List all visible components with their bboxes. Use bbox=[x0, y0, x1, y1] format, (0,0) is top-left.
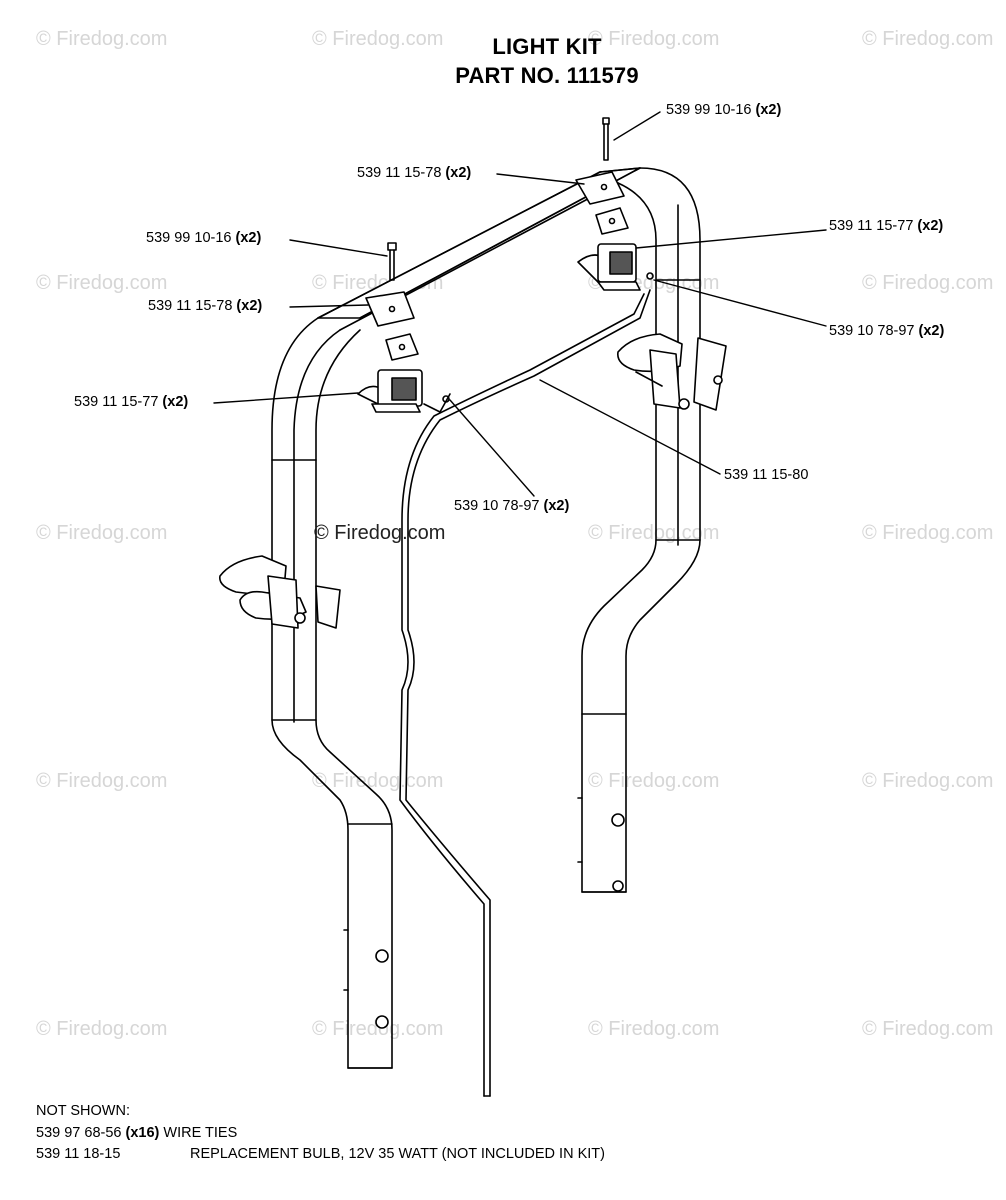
quantity: (x2) bbox=[236, 298, 263, 314]
watermark: © Firedog.com bbox=[862, 1018, 994, 1040]
callout-harness: 539 11 15-80 bbox=[724, 467, 808, 483]
callout-lamp-left: 539 11 15-77 (x2) bbox=[74, 394, 188, 410]
lever-right bbox=[617, 333, 727, 411]
part-number: 539 99 10-16 bbox=[146, 230, 232, 246]
bolt-right bbox=[602, 117, 610, 161]
part-number: 539 10 78-97 bbox=[829, 323, 915, 339]
watermark: © Firedog.com bbox=[36, 272, 168, 294]
watermark: © Firedog.com bbox=[312, 1018, 444, 1040]
watermark: © Firedog.com bbox=[588, 1018, 720, 1040]
quantity: (x2) bbox=[162, 394, 189, 410]
watermark: © Firedog.com bbox=[36, 770, 168, 792]
part-number: 539 11 15-78 bbox=[148, 298, 233, 314]
quantity: (x2) bbox=[445, 165, 472, 181]
watermark: © Firedog.com bbox=[862, 272, 994, 294]
bracket-left bbox=[365, 291, 419, 361]
not-shown-heading: NOT SHOWN: bbox=[36, 1103, 130, 1119]
part-number: 539 97 68-56 bbox=[36, 1125, 122, 1141]
quantity: (x2) bbox=[543, 498, 570, 514]
callout-bolt-left: 539 99 10-16 (x2) bbox=[146, 230, 261, 246]
watermark: © Firedog.com bbox=[588, 522, 720, 544]
part-number: 539 11 18-15 bbox=[36, 1146, 121, 1162]
quantity: (x2) bbox=[917, 218, 944, 234]
watermark: © Firedog.com bbox=[588, 28, 720, 50]
left-handle-tube bbox=[271, 317, 393, 1069]
watermark: © Firedog.com bbox=[862, 522, 994, 544]
watermark: © Firedog.com bbox=[312, 770, 444, 792]
lever-left bbox=[219, 555, 341, 629]
part-number: 539 10 78-97 bbox=[454, 498, 540, 514]
wiring-harness bbox=[399, 289, 651, 1097]
lamp-left bbox=[357, 369, 450, 413]
center-watermark: © Firedog.com bbox=[314, 522, 446, 544]
watermark: © Firedog.com bbox=[862, 28, 994, 50]
quantity: (x16) bbox=[125, 1125, 160, 1141]
callout-nut-left: 539 10 78-97 (x2) bbox=[454, 498, 569, 514]
watermark: © Firedog.com bbox=[36, 1018, 168, 1040]
part-number-title: PART NO. 111579 bbox=[455, 63, 639, 88]
watermark: © Firedog.com bbox=[862, 770, 994, 792]
description: WIRE TIES bbox=[163, 1125, 238, 1141]
watermark: © Firedog.com bbox=[588, 770, 720, 792]
bolt-left bbox=[387, 242, 397, 281]
not-shown-item: 539 11 18-15 REPLACEMENT BULB, 12V 35 WAT… bbox=[36, 1146, 605, 1162]
description: REPLACEMENT BULB, 12V 35 WATT (NOT INCLU… bbox=[190, 1146, 605, 1162]
lamp-right bbox=[577, 243, 654, 291]
quantity: (x2) bbox=[235, 230, 262, 246]
part-number: 539 11 15-77 bbox=[829, 218, 914, 234]
watermark: © Firedog.com bbox=[36, 28, 168, 50]
callout-bolt-right: 539 99 10-16 (x2) bbox=[666, 102, 781, 118]
quantity: (x2) bbox=[755, 102, 782, 118]
callout-bracket-left: 539 11 15-78 (x2) bbox=[148, 298, 262, 314]
quantity: (x2) bbox=[918, 323, 945, 339]
part-number: 539 11 15-80 bbox=[724, 467, 809, 483]
part-number: 539 11 15-77 bbox=[74, 394, 159, 410]
diagram-title: LIGHT KIT bbox=[492, 34, 602, 59]
callout-bracket-right: 539 11 15-78 (x2) bbox=[357, 165, 471, 181]
bracket-right bbox=[575, 171, 629, 235]
callout-lamp-right: 539 11 15-77 (x2) bbox=[829, 218, 943, 234]
not-shown-item: 539 97 68-56 (x16) WIRE TIES bbox=[36, 1125, 237, 1141]
callout-nut-right: 539 10 78-97 (x2) bbox=[829, 323, 944, 339]
part-number: 539 11 15-78 bbox=[357, 165, 442, 181]
watermark: © Firedog.com bbox=[36, 522, 168, 544]
watermark: © Firedog.com bbox=[312, 28, 444, 50]
part-number: 539 99 10-16 bbox=[666, 102, 752, 118]
leader-lines bbox=[213, 111, 827, 497]
